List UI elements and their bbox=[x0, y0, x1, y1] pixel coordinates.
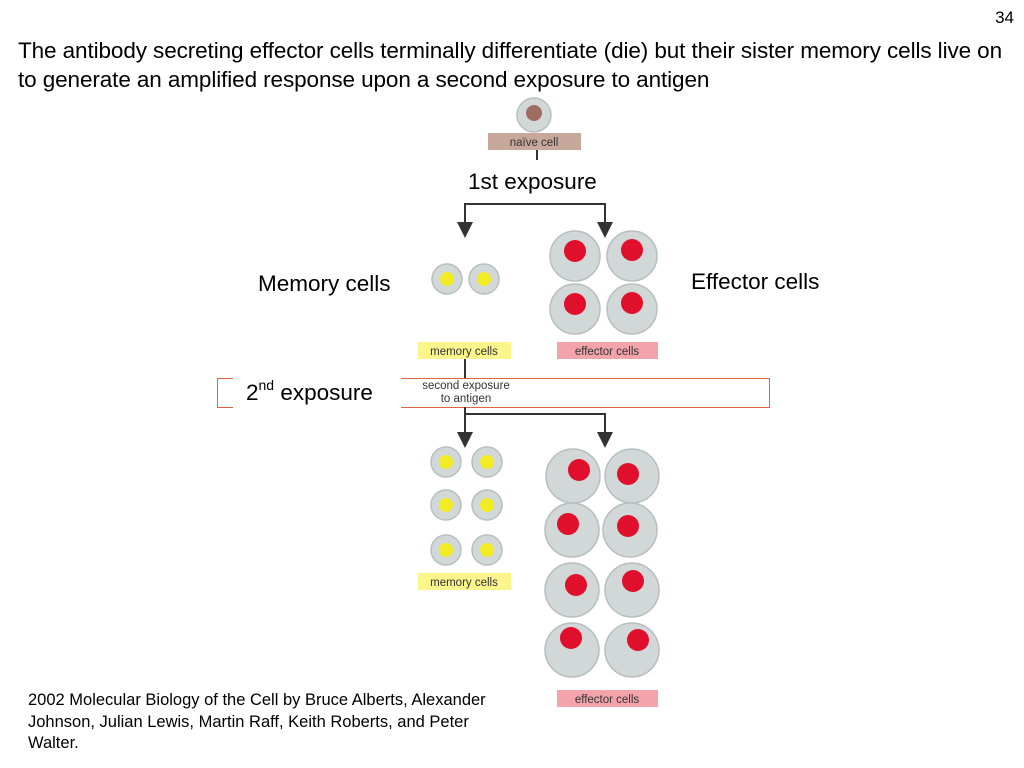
effector-cell bbox=[604, 622, 660, 678]
memory-cells-label-bottom-bg bbox=[418, 573, 511, 590]
effector-cells-label-top-bg bbox=[557, 342, 658, 359]
effector-cell bbox=[604, 562, 660, 618]
effector-cell bbox=[549, 230, 601, 282]
second-exposure-word: exposure bbox=[274, 380, 373, 405]
slide-number: 34 bbox=[995, 8, 1014, 27]
naive-cell bbox=[516, 97, 552, 133]
effector-cells-label-bottom: effector cells bbox=[575, 694, 640, 706]
memory-cells-label-top: memory cells bbox=[430, 346, 498, 358]
memory-cell bbox=[471, 534, 503, 566]
second-exposure-line2: to antigen bbox=[441, 393, 492, 405]
second-exposure-suffix: nd bbox=[258, 376, 275, 393]
memory-cell bbox=[431, 263, 463, 295]
memory-cell bbox=[471, 489, 503, 521]
first-exposure-callout: 1st exposure bbox=[466, 169, 599, 195]
memory-cells-label-bottom: memory cells bbox=[430, 577, 498, 589]
memory-cell bbox=[430, 534, 462, 566]
effector-cell bbox=[544, 622, 600, 678]
citation: 2002 Molecular Biology of the Cell by Br… bbox=[28, 691, 486, 752]
second-exposure-line1: second exposure bbox=[422, 380, 510, 392]
effector-cell bbox=[604, 448, 660, 504]
second-exposure-number: 2 bbox=[246, 380, 259, 405]
effector-cell bbox=[606, 283, 658, 335]
memory-cell bbox=[471, 446, 503, 478]
slide-headline: The antibody secreting effector cells te… bbox=[18, 38, 1003, 92]
memory-cell bbox=[430, 446, 462, 478]
effector-cells-label-bottom-bg bbox=[557, 690, 658, 707]
effector-cells-callout: Effector cells bbox=[691, 269, 820, 294]
second-exposure-box-gap bbox=[233, 372, 401, 414]
memory-cell bbox=[468, 263, 500, 295]
naive-cell-label: naïve cell bbox=[510, 137, 559, 149]
second-exposure-box bbox=[217, 378, 770, 408]
first-exposure-branch bbox=[457, 203, 613, 238]
effector-cell bbox=[549, 283, 601, 335]
memory-cells-callout: Memory cells bbox=[258, 271, 391, 296]
effector-cells-label-top: effector cells bbox=[575, 346, 640, 358]
memory-cell bbox=[430, 489, 462, 521]
effector-cell bbox=[545, 448, 601, 504]
second-exposure-callout: 2nd exposure bbox=[246, 376, 373, 406]
memory-cells-label-top-bg bbox=[418, 342, 511, 359]
effector-cell bbox=[544, 562, 600, 618]
effector-cell bbox=[602, 502, 658, 558]
second-exposure-branch bbox=[457, 407, 613, 448]
effector-cell bbox=[544, 502, 600, 558]
effector-cell bbox=[606, 230, 658, 282]
naive-cell-label-bg bbox=[488, 133, 581, 150]
